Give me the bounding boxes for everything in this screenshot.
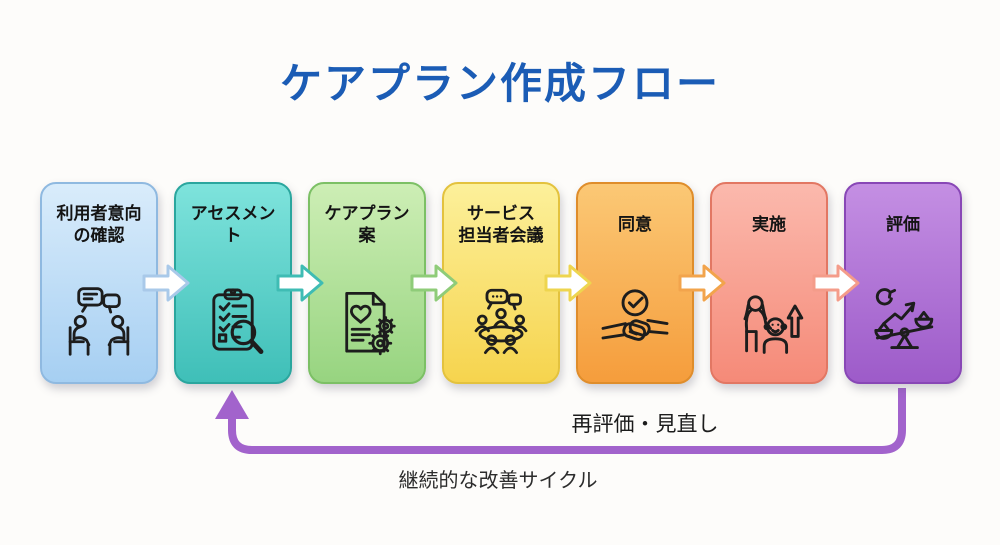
implementation-icon bbox=[729, 282, 809, 362]
step-service-meeting: サービス 担当者会議 bbox=[442, 182, 560, 384]
agreement-icon bbox=[595, 282, 675, 362]
flow-arrow-icon bbox=[812, 264, 860, 302]
flow-arrow-icon bbox=[678, 264, 726, 302]
step-assessment: アセスメン ト bbox=[174, 182, 292, 384]
step-user-intent: 利用者意向 の確認 bbox=[40, 182, 158, 384]
step-label: 同意 bbox=[618, 214, 652, 234]
step-consent: 同意 bbox=[576, 182, 694, 384]
step-label: 評価 bbox=[886, 214, 920, 234]
loop-label-cycle: 継続的な改善サイクル bbox=[398, 470, 598, 492]
loop-label-reevaluation: 再評価・見直し bbox=[571, 413, 719, 436]
flow-arrow-icon bbox=[544, 264, 592, 302]
flow-arrow-icon bbox=[142, 264, 190, 302]
step-label: 実施 bbox=[752, 214, 786, 234]
care-plan-icon bbox=[328, 284, 406, 362]
flow-arrow-icon bbox=[410, 264, 458, 302]
evaluation-icon bbox=[863, 282, 943, 362]
step-label: サービス 担当者会議 bbox=[458, 203, 544, 245]
assessment-icon bbox=[193, 282, 273, 362]
meeting-icon bbox=[462, 284, 540, 362]
step-care-plan-draft: ケアプラン 案 bbox=[308, 182, 426, 384]
step-label: ケアプラン 案 bbox=[324, 203, 410, 245]
flow-arrow-icon bbox=[276, 264, 324, 302]
page-title: ケアプラン作成フロー bbox=[279, 60, 720, 107]
step-implementation: 実施 bbox=[710, 182, 828, 384]
interview-icon bbox=[60, 284, 138, 362]
step-evaluation: 評価 bbox=[844, 182, 962, 384]
step-label: アセスメン ト bbox=[190, 203, 276, 245]
step-label: 利用者意向 の確認 bbox=[56, 203, 142, 245]
